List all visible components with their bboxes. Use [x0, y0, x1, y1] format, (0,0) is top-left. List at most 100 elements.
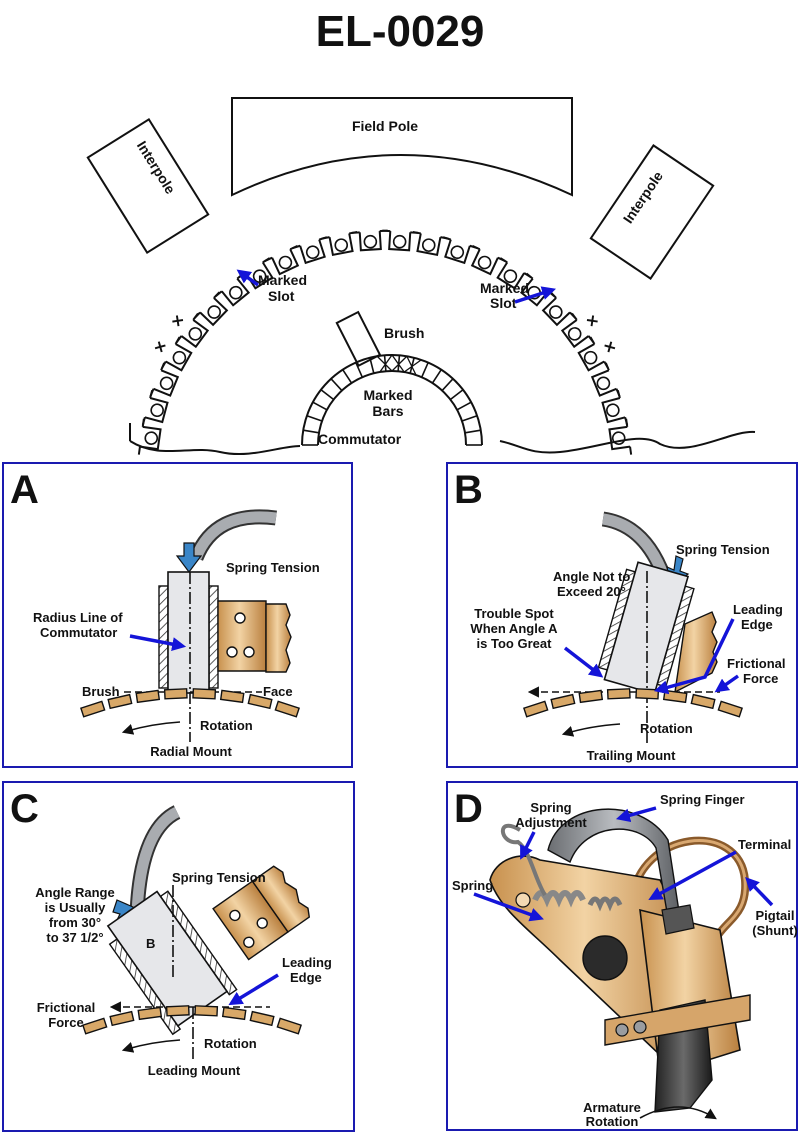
armature-slot — [601, 389, 629, 426]
armature-slot: × — [577, 336, 621, 372]
rotation-arrow — [121, 721, 181, 735]
marked-bar — [391, 354, 408, 373]
trouble-spot-arrow — [563, 646, 604, 678]
commutator-segment — [635, 688, 660, 700]
commutator-bar-divider — [449, 389, 464, 401]
slot-conductor — [421, 238, 436, 252]
commutator-segment — [82, 1017, 108, 1035]
trouble-spot-2: When Angle A — [470, 621, 558, 636]
spring-tension-arrow — [175, 542, 203, 573]
armature-slot — [470, 244, 506, 276]
marked-slot-right-label-2: Slot — [490, 295, 517, 311]
rotation-arrow — [561, 723, 621, 737]
angle-b-label: B — [146, 936, 155, 951]
commutator-segment — [606, 688, 631, 700]
interpole-right — [589, 144, 715, 280]
leading-edge-1: Leading — [733, 602, 783, 617]
commutator — [301, 354, 483, 446]
leading-edge-2: Edge — [741, 617, 773, 632]
commutator-segment — [137, 1006, 163, 1021]
slot-conductor — [549, 305, 563, 319]
armature-diagram: Field Pole Interpole Interpole ×××× Brus… — [86, 97, 756, 456]
spring-tension-label: Spring Tension — [676, 542, 770, 557]
slot-conductor — [172, 350, 187, 365]
spring-finger-arrow — [615, 806, 657, 823]
field-pole-shape — [231, 97, 573, 197]
commutator-label: Commutator — [318, 431, 402, 447]
marked-slot-right-label-1: Marked — [480, 280, 529, 296]
commutator-segment — [274, 700, 300, 718]
page-title: EL-0029 — [316, 7, 485, 56]
slot-conductor — [503, 269, 518, 283]
marked-slot-left-arrow — [236, 269, 260, 287]
commutator-bar-divider — [303, 429, 320, 434]
radius-line-label-1: Radius Line of — [33, 610, 123, 625]
leading-edge-1: Leading — [282, 955, 332, 970]
radius-line-label-2: Commutator — [40, 625, 117, 640]
rotation-label: Rotation — [204, 1036, 257, 1051]
panel-c-leading-mount: C B Spring Tension Angle Range is Usuall… — [2, 781, 355, 1132]
slot-conductor — [188, 327, 203, 341]
field-pole-label: Field Pole — [352, 118, 418, 134]
slot-conductor — [606, 403, 620, 418]
spring-adjustment-loop — [500, 823, 547, 897]
armature-rotation-1: Armature — [583, 1100, 641, 1115]
slot-conductor — [477, 255, 492, 270]
armature-slot — [608, 418, 633, 455]
commutator-segment — [107, 693, 133, 710]
slot-conductor — [583, 350, 598, 365]
trouble-spot-1: Trouble Spot — [474, 606, 554, 621]
armature-rotation-arrow — [639, 1106, 717, 1120]
slot-conductor — [252, 269, 267, 283]
commutator-segment — [219, 689, 245, 704]
frictional-force-1: Frictional — [727, 656, 786, 671]
armature-slot — [141, 389, 169, 426]
marked-slot-right-arrow — [514, 286, 556, 304]
angle-range-1: Angle Range — [35, 885, 114, 900]
commutator-bar-divider — [306, 415, 323, 422]
commutator-segment — [221, 1006, 247, 1021]
armature-slot — [442, 236, 478, 265]
panel-d-brush-holder: D Spring Adjustment Spring Finger Termin… — [446, 781, 798, 1131]
interpole-right-label: Interpole — [620, 168, 666, 226]
panel-b-trailing-mount: B Spring Tension Angle Not to Exceed 20°… — [446, 462, 798, 768]
commutator-segment — [80, 700, 106, 718]
spring-adjustment-2: Adjustment — [515, 815, 587, 830]
commutator-bar-divider — [409, 357, 415, 374]
panel-a-caption: Radial Mount — [150, 744, 232, 759]
armature-slot — [193, 291, 229, 327]
commutator-segment — [662, 689, 688, 704]
leading-edge-arrow — [653, 618, 735, 695]
commutator-bar-divider — [312, 401, 328, 411]
spring-tension-label: Spring Tension — [172, 870, 266, 885]
interpole-left-label: Interpole — [134, 138, 179, 197]
armature-slot — [351, 229, 388, 252]
panel-b-caption: Trailing Mount — [587, 748, 676, 763]
copper-clamp — [217, 600, 267, 672]
pigtail-arrow — [745, 876, 774, 907]
terminal-arrow — [648, 850, 737, 901]
marked-slot-left-label-1: Marked — [258, 272, 307, 288]
tilted-brush — [106, 890, 238, 1036]
radius-line-arrow — [129, 634, 187, 652]
spring-adjustment-arrow — [520, 831, 536, 860]
commutator-segment — [578, 689, 604, 704]
spring-arrow — [473, 892, 544, 922]
marked-bar — [376, 354, 393, 373]
armature-slot: × — [149, 336, 193, 372]
commutator-segment — [194, 1005, 219, 1017]
commutator-segment — [135, 689, 161, 704]
marked-bars-label-2: Bars — [372, 403, 403, 419]
angle-range-2: is Usually — [45, 900, 106, 915]
commutator-bar-divider — [397, 355, 401, 372]
armature-slot — [149, 362, 180, 397]
commutator-segment — [717, 700, 743, 718]
rotation-label: Rotation — [640, 721, 693, 736]
commutator-bar-divider — [456, 401, 472, 411]
slot-conductor — [207, 305, 221, 319]
panel-c-caption: Leading Mount — [148, 1063, 241, 1078]
panel-d-letter: D — [454, 787, 483, 831]
spring-finger-label: Spring Finger — [660, 792, 745, 807]
commutator-bar-divider — [464, 429, 481, 434]
